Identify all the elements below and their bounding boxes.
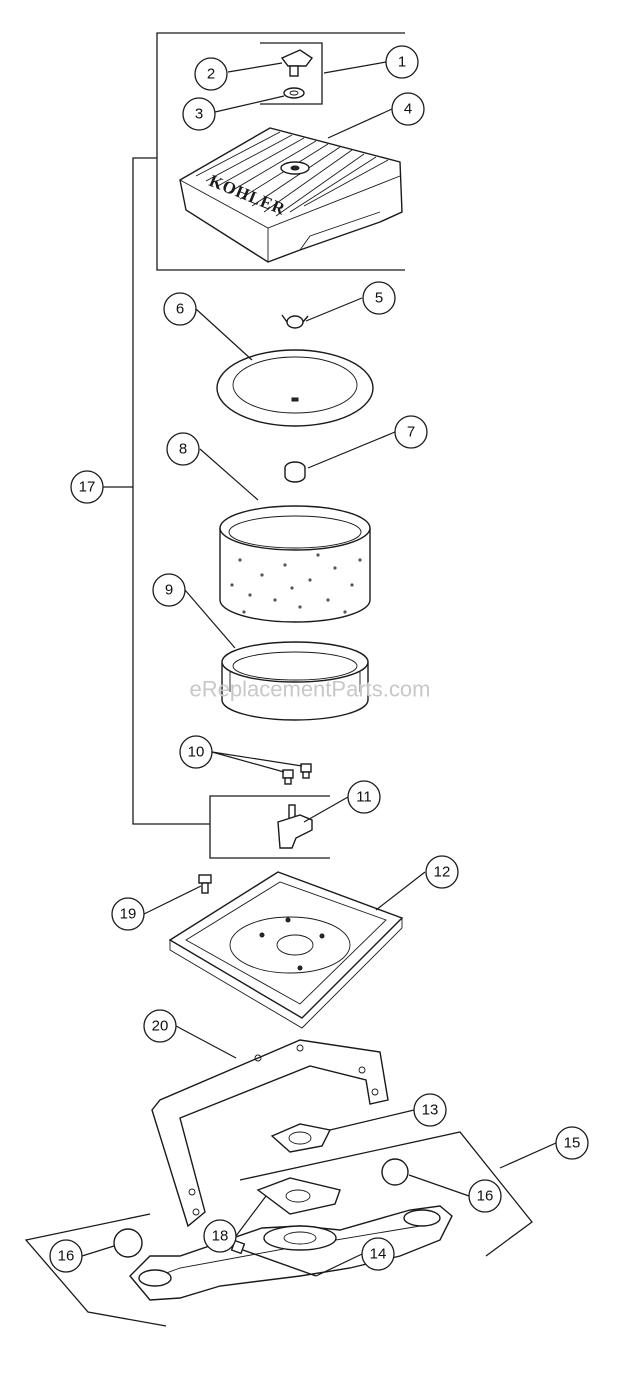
svg-text:15: 15 <box>564 1135 581 1152</box>
callout-20: 20 <box>143 1009 177 1043</box>
svg-text:16: 16 <box>58 1248 75 1265</box>
callout-13: 13 <box>413 1093 447 1127</box>
svg-text:11: 11 <box>356 789 372 806</box>
watermark: eReplacementParts.com <box>190 677 431 702</box>
svg-text:1: 1 <box>398 54 406 71</box>
leader-lines <box>81 61 557 1277</box>
svg-text:3: 3 <box>195 106 203 123</box>
callout-8: 8 <box>166 432 200 466</box>
part-15-manifold <box>129 1205 453 1301</box>
callout-19: 19 <box>111 897 145 931</box>
assembly-bracket-17 <box>132 32 405 859</box>
callout-11: 11 <box>347 780 381 814</box>
svg-text:6: 6 <box>176 301 184 318</box>
part-16-plugs <box>113 1158 409 1258</box>
callout-12: 12 <box>425 855 459 889</box>
svg-text:14: 14 <box>370 1246 387 1263</box>
callout-3: 3 <box>182 97 216 131</box>
svg-text:16: 16 <box>477 1188 494 1205</box>
part-18-gasket <box>256 1177 341 1215</box>
part-9-element <box>221 641 369 721</box>
callout-5: 5 <box>362 281 396 315</box>
svg-text:20: 20 <box>152 1018 169 1035</box>
part-2-knob <box>280 49 314 77</box>
part-14-bolt <box>230 1239 317 1277</box>
svg-text:4: 4 <box>404 101 412 118</box>
svg-text:2: 2 <box>207 66 215 83</box>
part-13-gasket <box>270 1123 332 1153</box>
callout-14: 14 <box>361 1237 395 1271</box>
part-6-plate <box>216 349 374 427</box>
callout-15: 15 <box>555 1126 589 1160</box>
part-19-bolt <box>198 874 212 894</box>
svg-text:12: 12 <box>434 864 451 881</box>
part-20-bracket <box>151 1039 389 1228</box>
part-5-wing-nut <box>281 314 309 329</box>
part-15-outline <box>24 1131 533 1327</box>
callout-16-left: 16 <box>49 1239 83 1273</box>
part-11-bracket <box>277 804 313 849</box>
callout-7: 7 <box>394 415 428 449</box>
callout-9: 9 <box>152 573 186 607</box>
callout-4: 4 <box>391 92 425 126</box>
svg-text:10: 10 <box>188 744 205 761</box>
part-4-cover: KOHLER <box>179 127 403 263</box>
part-8-precleaner <box>219 505 371 623</box>
svg-text:17: 17 <box>79 479 96 496</box>
part-10-screws <box>282 763 312 785</box>
part-7-seal <box>284 461 306 483</box>
svg-text:19: 19 <box>120 906 137 923</box>
svg-text:18: 18 <box>212 1228 229 1245</box>
callout-18: 18 <box>203 1219 237 1253</box>
callout-2: 2 <box>194 57 228 91</box>
svg-text:7: 7 <box>407 424 415 441</box>
callout-16-right: 16 <box>468 1179 502 1213</box>
svg-text:5: 5 <box>375 290 383 307</box>
callout-17: 17 <box>70 470 104 504</box>
callout-6: 6 <box>163 292 197 326</box>
svg-text:8: 8 <box>179 441 187 458</box>
callout-1: 1 <box>385 45 419 79</box>
part-12-base <box>168 871 404 1029</box>
callout-10: 10 <box>179 735 213 769</box>
svg-text:9: 9 <box>165 582 173 599</box>
part-3-washer <box>283 87 305 99</box>
svg-text:13: 13 <box>422 1102 439 1119</box>
